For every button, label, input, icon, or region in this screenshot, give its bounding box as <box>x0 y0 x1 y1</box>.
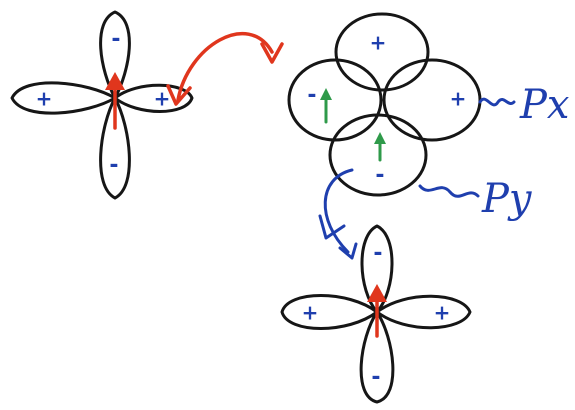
left-orbital-right-sign: + <box>154 87 171 111</box>
py-label: Py <box>481 176 533 222</box>
py-squiggle <box>418 184 480 198</box>
left-orbital-top-lobe <box>99 10 131 100</box>
middle-top-lobe <box>334 12 430 92</box>
middle-bottom-lobe <box>328 113 428 197</box>
middle-mixed-orbitals: + - + - <box>287 12 482 197</box>
bottom-orbital-left-lobe <box>280 294 379 330</box>
left-orbital-bottom-lobe <box>99 96 131 200</box>
bottom-orbital-left-sign: + <box>302 301 319 325</box>
left-orbital-top-sign: - <box>111 27 120 52</box>
middle-right-sign: + <box>450 87 467 111</box>
middle-top-sign: + <box>370 31 387 55</box>
bottom-orbital-bottom-sign: - <box>371 365 380 390</box>
bottom-orbital-spin-arrow <box>367 284 387 338</box>
left-orbital-left-lobe <box>10 81 117 115</box>
middle-left-lobe <box>287 58 383 142</box>
px-squiggle <box>478 97 516 107</box>
py-label-group: Py <box>418 176 533 222</box>
px-label: Px <box>519 82 569 128</box>
middle-bottom-sign: - <box>375 163 384 188</box>
left-orbital-spin-arrow <box>105 72 125 130</box>
bottom-orbital-right-sign: + <box>434 301 451 325</box>
px-label-group: Px <box>478 82 569 128</box>
left-orbital-right-lobe <box>113 83 194 113</box>
bottom-transfer-arrow <box>318 168 358 260</box>
bottom-orbital-right-lobe <box>375 294 472 330</box>
left-d-orbital: - - + + <box>10 10 194 200</box>
bottom-orbital-top-sign: - <box>373 241 382 266</box>
left-orbital-left-sign: + <box>36 87 53 111</box>
top-transfer-arrow <box>166 31 284 106</box>
middle-bottom-spin-arrow <box>374 132 386 162</box>
bottom-orbital-bottom-lobe <box>359 310 395 404</box>
bottom-d-orbital: - - + + <box>280 224 472 404</box>
middle-left-sign: - <box>307 83 316 108</box>
middle-left-spin-arrow <box>320 88 332 124</box>
bottom-orbital-top-lobe <box>360 224 394 314</box>
left-orbital-bottom-sign: - <box>109 153 118 178</box>
